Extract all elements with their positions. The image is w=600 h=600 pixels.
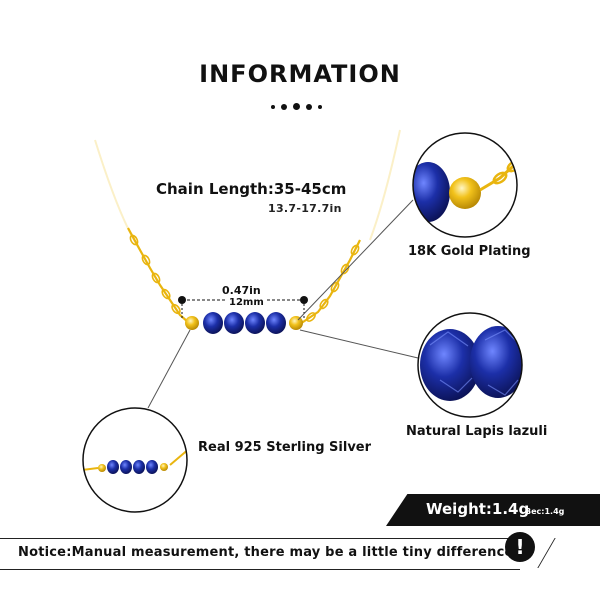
notice-text: Notice:Manual measurement, there may be … <box>18 545 519 560</box>
zoom-circle-silver <box>82 407 188 513</box>
chain-length-label: Chain Length:35-45cm <box>156 180 347 198</box>
chain-left <box>127 227 189 323</box>
weight-secondary-label: Bec:1.4g <box>525 507 565 516</box>
zoom-circle-lapis <box>417 312 523 418</box>
notice-banner <box>0 538 520 570</box>
callout-lapis-lazuli: Natural Lapis lazuli <box>406 424 548 439</box>
chain-length-inches: 13.7-17.7in <box>268 202 342 215</box>
pendant-width-mm: 12mm <box>227 297 266 308</box>
pendant-width-inches: 0.47in <box>222 284 261 297</box>
title-dots-ornament <box>268 96 325 115</box>
exclamation-icon: ! <box>505 532 535 562</box>
pendant-beads <box>185 312 303 334</box>
leader-lines <box>147 199 419 409</box>
chain-right <box>299 239 361 325</box>
page-title: INFORMATION <box>199 60 401 88</box>
callout-sterling-silver: Real 925 Sterling Silver <box>198 440 372 455</box>
callout-gold-plating: 18K Gold Plating <box>408 244 531 259</box>
weight-main-label: Weight:1.4g <box>426 500 530 518</box>
weight-banner <box>386 494 600 526</box>
zoom-circle-gold-bead <box>412 132 518 238</box>
